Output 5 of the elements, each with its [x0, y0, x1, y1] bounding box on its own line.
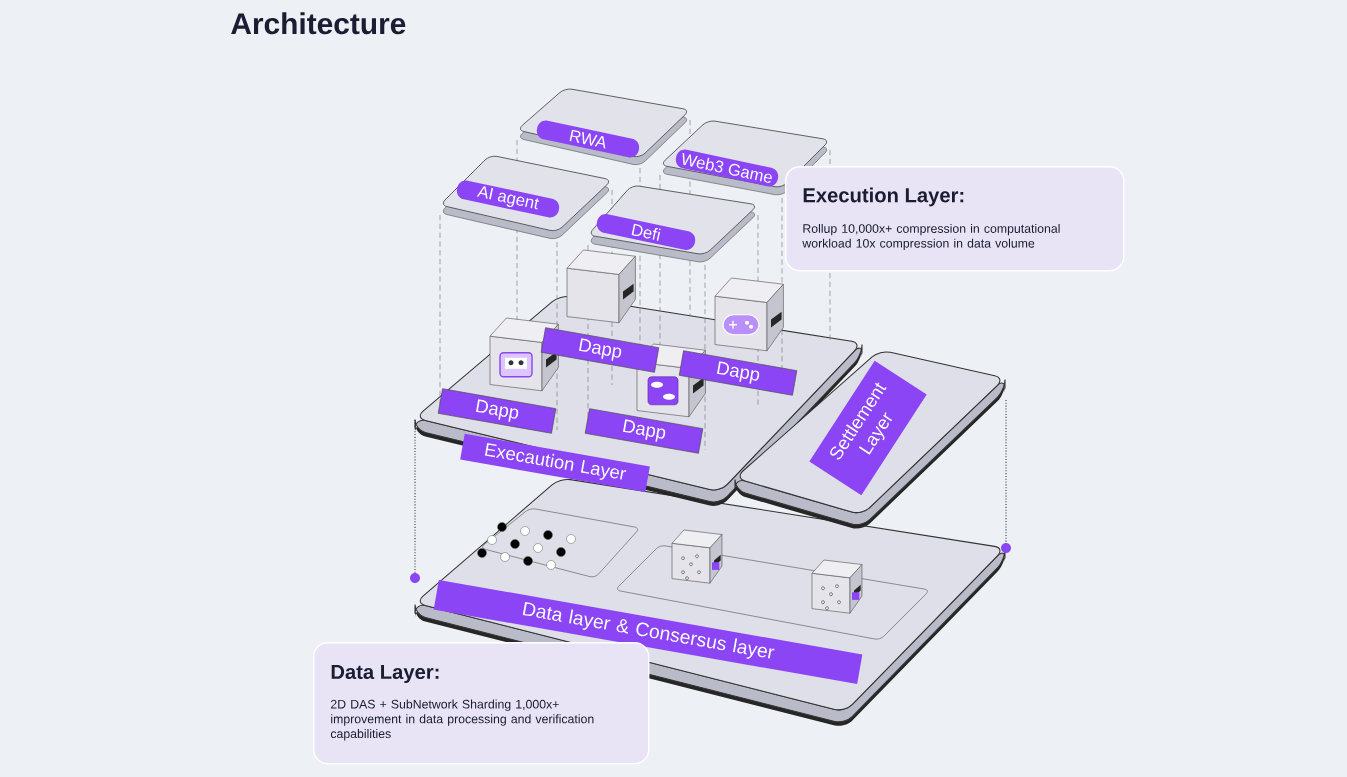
guide-line	[1005, 399, 1007, 544]
dapp-label-bar: Dapp	[584, 408, 704, 454]
page-title: Architecture	[231, 12, 406, 35]
callout-card	[785, 166, 1125, 272]
dapp-label-bar: Dapp	[437, 388, 557, 434]
